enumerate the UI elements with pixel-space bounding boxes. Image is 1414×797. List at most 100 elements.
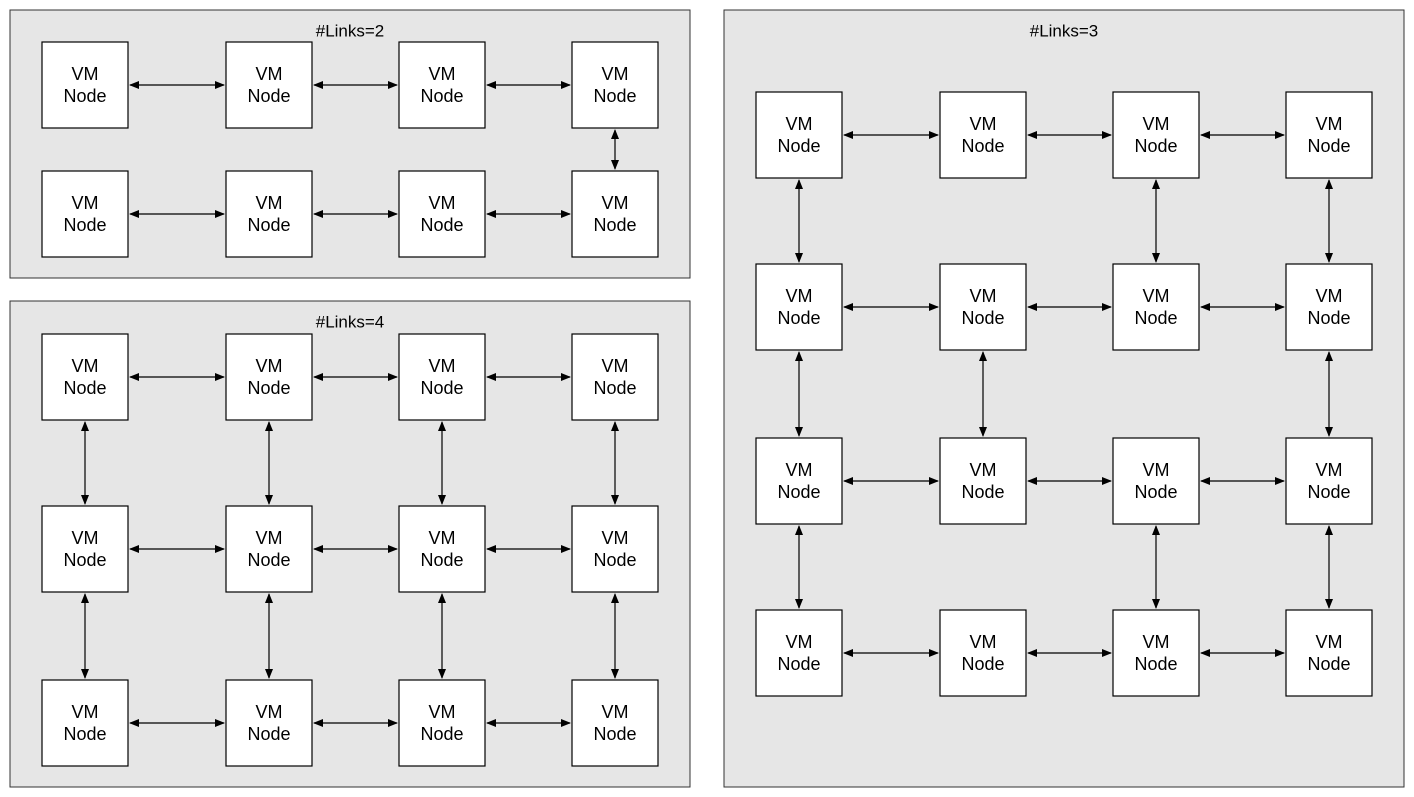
vm-node-label-line2: Node: [961, 308, 1004, 328]
vm-node-label-line2: Node: [593, 215, 636, 235]
vm-node-label-line2: Node: [1134, 482, 1177, 502]
vm-node-label-line1: VM: [602, 193, 629, 213]
vm-node-box: [1112, 263, 1200, 351]
vm-node-label-line1: VM: [429, 528, 456, 548]
vm-node-box: [1112, 437, 1200, 525]
vm-node-label-line2: Node: [1307, 136, 1350, 156]
vm-node-label-line2: Node: [1307, 654, 1350, 674]
vm-node-label-line2: Node: [961, 482, 1004, 502]
vm-node-label-line2: Node: [593, 724, 636, 744]
vm-node-label-line2: Node: [777, 308, 820, 328]
vm-node-box: [225, 505, 313, 593]
vm-node-box: [398, 41, 486, 129]
vm-node-box: [225, 333, 313, 421]
vm-node-box: [41, 333, 129, 421]
vm-node-box: [939, 263, 1027, 351]
vm-node-box: [571, 333, 659, 421]
vm-node-label-line2: Node: [63, 215, 106, 235]
vm-node-label-line1: VM: [970, 286, 997, 306]
vm-node-label-line1: VM: [256, 356, 283, 376]
vm-node-label-line1: VM: [429, 702, 456, 722]
vm-node-label-line1: VM: [602, 528, 629, 548]
vm-node-box: [398, 679, 486, 767]
vm-node-box: [225, 679, 313, 767]
vm-node-label-line2: Node: [63, 724, 106, 744]
vm-node-label-line1: VM: [72, 702, 99, 722]
vm-node-label-line2: Node: [1307, 482, 1350, 502]
panel-links2: #Links=2VMNodeVMNodeVMNodeVMNodeVMNodeVM…: [9, 9, 691, 279]
vm-node-label-line2: Node: [593, 378, 636, 398]
vm-node-box: [571, 679, 659, 767]
vm-node-label-line1: VM: [786, 286, 813, 306]
vm-node-label-line2: Node: [961, 136, 1004, 156]
vm-node-label-line2: Node: [247, 378, 290, 398]
vm-node-label-line1: VM: [72, 528, 99, 548]
vm-node-label-line1: VM: [970, 460, 997, 480]
vm-node-label-line1: VM: [429, 193, 456, 213]
vm-node-label-line2: Node: [1134, 136, 1177, 156]
vm-node-label-line2: Node: [593, 86, 636, 106]
vm-node-box: [41, 41, 129, 129]
vm-node-label-line1: VM: [1316, 114, 1343, 134]
vm-node-label-line1: VM: [1316, 460, 1343, 480]
vm-node-label-line1: VM: [72, 356, 99, 376]
vm-node-label-line1: VM: [256, 64, 283, 84]
vm-node-label-line1: VM: [602, 702, 629, 722]
vm-node-label-line2: Node: [63, 550, 106, 570]
vm-node-label-line2: Node: [420, 86, 463, 106]
vm-node-label-line1: VM: [786, 632, 813, 652]
vm-node-label-line1: VM: [256, 702, 283, 722]
vm-node-label-line2: Node: [247, 215, 290, 235]
vm-node-label-line2: Node: [1134, 654, 1177, 674]
vm-node-label-line2: Node: [63, 86, 106, 106]
vm-node-label-line1: VM: [72, 64, 99, 84]
vm-node-label-line1: VM: [786, 460, 813, 480]
vm-node-label-line1: VM: [429, 356, 456, 376]
vm-node-label-line2: Node: [420, 550, 463, 570]
panel-title: #Links=2: [316, 21, 385, 40]
vm-node-box: [225, 170, 313, 258]
vm-node-label-line1: VM: [256, 193, 283, 213]
panel-title: #Links=4: [316, 312, 385, 331]
vm-node-box: [1112, 609, 1200, 697]
vm-node-box: [1285, 609, 1373, 697]
vm-node-box: [1112, 91, 1200, 179]
vm-node-label-line1: VM: [1316, 286, 1343, 306]
vm-node-label-line2: Node: [420, 215, 463, 235]
vm-node-box: [755, 263, 843, 351]
vm-node-label-line2: Node: [247, 86, 290, 106]
vm-node-box: [939, 609, 1027, 697]
vm-node-label-line1: VM: [1143, 286, 1170, 306]
vm-node-label-line1: VM: [970, 114, 997, 134]
vm-node-label-line1: VM: [602, 356, 629, 376]
vm-node-label-line1: VM: [602, 64, 629, 84]
vm-node-label-line2: Node: [1307, 308, 1350, 328]
vm-node-box: [41, 679, 129, 767]
vm-node-label-line1: VM: [429, 64, 456, 84]
vm-node-label-line2: Node: [1134, 308, 1177, 328]
vm-node-label-line2: Node: [777, 136, 820, 156]
